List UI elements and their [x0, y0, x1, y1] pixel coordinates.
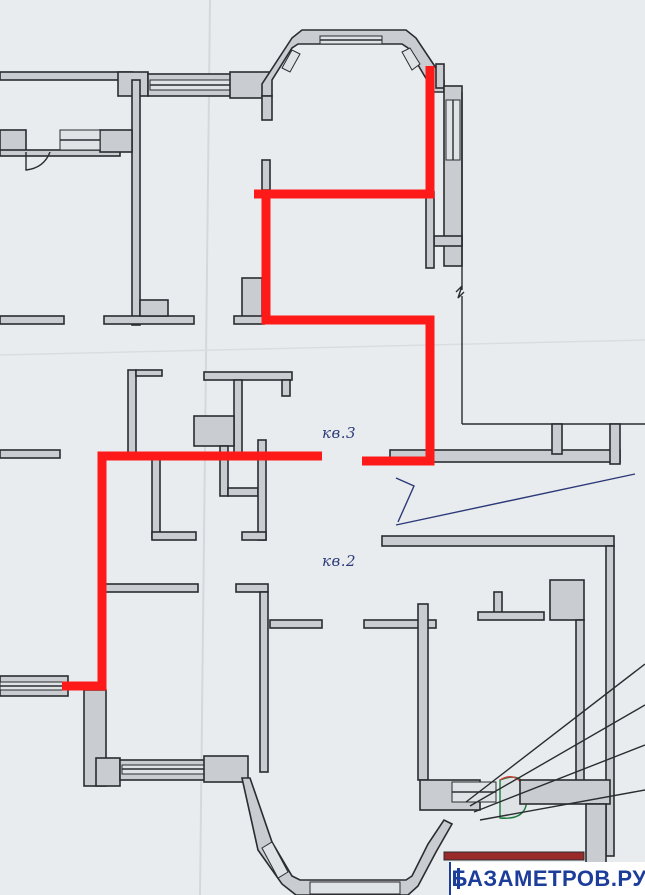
- top-right-walls: [233, 63, 645, 425]
- watermark: БАЗАМЕТРОВ.РУ: [449, 862, 645, 895]
- partition-highlight: [62, 66, 435, 691]
- middle-walls: [0, 369, 621, 857]
- top-window: [147, 71, 271, 99]
- door-marking: [395, 473, 636, 526]
- bay-window-bottom: [241, 777, 454, 895]
- paper-fold: [199, 0, 211, 895]
- apartment-2-label: кв.2: [322, 552, 356, 570]
- apartment-3-label: кв.3: [322, 424, 356, 442]
- lower-right-walls: [419, 579, 645, 865]
- paper-fold: [0, 339, 645, 356]
- top-left-walls: [0, 71, 195, 326]
- bay-window-top: [261, 29, 445, 121]
- lower-left-walls: [0, 583, 437, 787]
